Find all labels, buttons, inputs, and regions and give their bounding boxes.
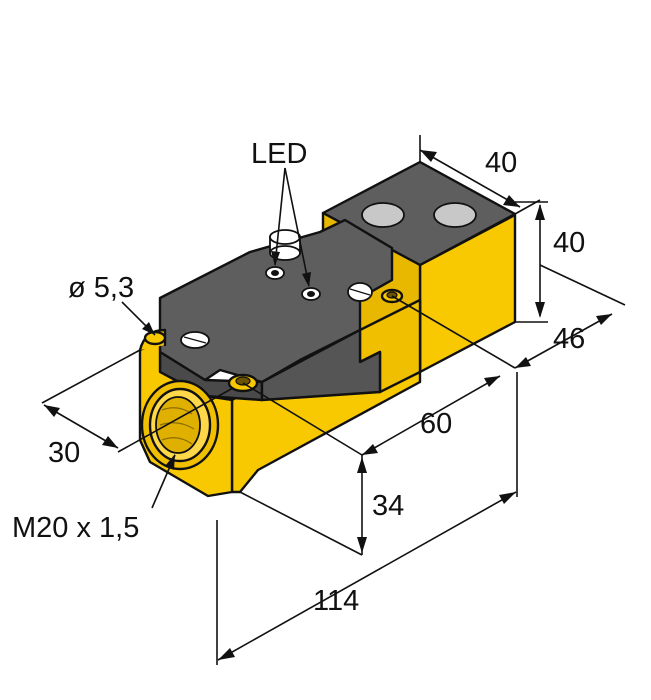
gland-inner [155,396,201,454]
label-thread: M20 x 1,5 [12,512,139,544]
ext-30-a [41,349,141,404]
dim-60-line [361,375,501,456]
label-led: LED [251,138,307,170]
ext-34-bottom [239,491,363,556]
label-dim-40-top: 40 [485,147,517,179]
dim-60-arrow-b [484,376,500,387]
hole-arrow [142,322,155,335]
dim-34-arrow-b [357,537,367,553]
dim-40-top-arrow-a [420,150,437,162]
dim-40-top-line [419,149,521,208]
label-dim-34: 34 [372,490,404,522]
dim-46-arrow [596,314,612,325]
dim-60-arrow-a [362,444,378,455]
led-leader-2 [284,167,310,287]
label-dim-30: 30 [48,437,80,469]
housing-cover-top [158,218,394,384]
led-2-core [307,291,315,297]
dim-114-line [217,491,517,661]
dim-46-line [514,313,613,369]
ext-60-b [242,382,363,456]
dim-30-arrow-a [44,405,60,417]
dim-40-top-arrow-b [503,195,520,207]
ext-60-a [391,295,516,369]
sensor-window-right [433,202,477,228]
dim-46-arrow-b [515,357,531,368]
led-leader-1 [274,167,286,266]
screw-left [180,331,210,349]
ext-46-a [539,264,626,306]
mounting-hole-rear-inner [386,291,398,299]
dim-114-arrow-a [218,648,235,660]
dim-40-side-arrow-b [535,302,545,318]
label-dim-60: 60 [420,408,452,440]
label-dim-46: 46 [553,323,585,355]
dim-40-side-arrow-a [535,204,545,220]
thread-arrow [165,454,175,470]
label-dim-40-side: 40 [553,227,585,259]
label-dim-114: 114 [313,585,359,617]
housing-cover-side [260,328,382,402]
mounting-hole-left [143,330,167,346]
led-arrow-2 [302,272,311,287]
dim-30-arrow-b [102,436,118,448]
led-arrow-1 [271,251,280,266]
led-1-core [271,270,279,276]
sensor-window-left [361,202,405,228]
ext-30-b [117,387,234,453]
dim-114-arrow-b [499,492,516,504]
screw-right [347,282,373,302]
mounting-hole-front-inner [235,376,251,386]
dim-34-arrow-a [357,457,367,473]
label-hole-diameter: ø 5,3 [68,272,134,304]
